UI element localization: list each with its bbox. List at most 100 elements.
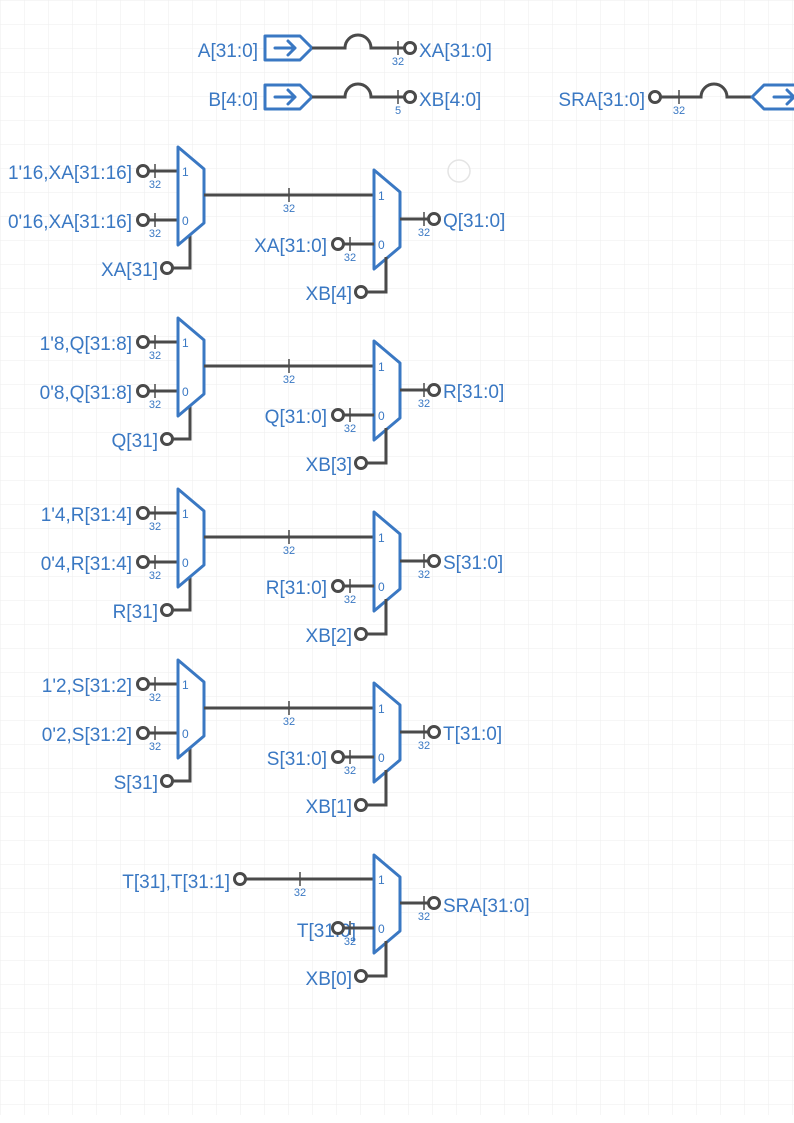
final-shift-mux[interactable] <box>372 853 402 955</box>
mux-input-label: 1'8,Q[31:8] <box>40 334 132 355</box>
input-pin[interactable] <box>136 555 150 569</box>
mux-input-1-label: 1 <box>182 507 189 521</box>
select-label: XA[31] <box>101 260 158 281</box>
mux-input-0-label: 0 <box>182 385 189 399</box>
output-pin[interactable] <box>427 212 441 226</box>
input-pin[interactable] <box>331 579 345 593</box>
bus-width-label: 32 <box>149 399 161 411</box>
bus-width-label: 32 <box>149 692 161 704</box>
input-pin[interactable] <box>331 408 345 422</box>
stage-output-label: S[31:0] <box>443 553 503 574</box>
fill-select-mux[interactable] <box>176 658 206 760</box>
select-label: Q[31] <box>112 431 158 452</box>
bus-width-label: 32 <box>149 228 161 240</box>
shift-select-mux[interactable] <box>372 168 402 271</box>
cursor-indicator <box>447 159 471 183</box>
wire <box>366 599 388 636</box>
bus-width-label: 32 <box>283 716 295 728</box>
arrow-right-icon <box>772 88 794 106</box>
select-label: XB[4] <box>306 284 352 305</box>
mux-input-1-label: 1 <box>378 360 385 374</box>
mux-input-1-label: 1 <box>378 702 385 716</box>
input-pin[interactable] <box>331 750 345 764</box>
mux-input-0-label: 0 <box>378 409 385 423</box>
stage-output-label: T[31:0] <box>443 724 502 745</box>
mux-input-label: 0'8,Q[31:8] <box>40 383 132 404</box>
select-pin[interactable] <box>160 261 174 275</box>
mux-input-0-label: 0 <box>182 214 189 228</box>
final-output-label: SRA[31:0] <box>443 896 530 917</box>
wire-crossover <box>312 33 404 50</box>
final-input-label: T[31],T[31:1] <box>122 872 230 893</box>
mux-input-1-label: 1 <box>378 531 385 545</box>
bus-width-label: 32 <box>418 227 430 239</box>
input-pin[interactable] <box>331 921 345 935</box>
select-pin[interactable] <box>354 285 368 299</box>
fill-select-mux[interactable] <box>176 487 206 589</box>
output-tunnel-pin[interactable] <box>648 90 662 104</box>
select-pin[interactable] <box>354 456 368 470</box>
select-pin[interactable] <box>160 603 174 617</box>
bus-width-label: 32 <box>418 911 430 923</box>
bus-width-label: 32 <box>418 398 430 410</box>
tunnel-xa-pin[interactable] <box>403 41 417 55</box>
mux-input-0-label: 0 <box>182 556 189 570</box>
wire <box>366 428 388 465</box>
select-pin[interactable] <box>160 432 174 446</box>
output-tunnel-label: SRA[31:0] <box>558 90 645 111</box>
input-pin[interactable] <box>136 164 150 178</box>
tunnel-xa-label: XA[31:0] <box>419 41 492 62</box>
input-pin[interactable] <box>136 506 150 520</box>
wire <box>172 746 192 783</box>
select-pin[interactable] <box>160 774 174 788</box>
input-pin[interactable] <box>331 237 345 251</box>
mux-input-1-label: 1 <box>182 165 189 179</box>
fill-select-mux[interactable] <box>176 145 206 247</box>
tunnel-xb-label: XB[4:0] <box>419 90 481 111</box>
select-label: XB[0] <box>306 969 352 990</box>
pass-input-label: XA[31:0] <box>254 236 327 257</box>
shift-select-mux[interactable] <box>372 339 402 442</box>
select-pin[interactable] <box>354 969 368 983</box>
wire <box>172 575 192 612</box>
tunnel-xb-pin[interactable] <box>403 90 417 104</box>
shift-select-mux[interactable] <box>372 681 402 784</box>
select-pin[interactable] <box>354 627 368 641</box>
mux-input-label: 0'4,R[31:4] <box>41 554 132 575</box>
input-b-label: B[4:0] <box>208 90 258 111</box>
input-pin[interactable] <box>233 872 247 886</box>
mux-input-1-label: 1 <box>378 873 385 887</box>
input-pin[interactable] <box>136 726 150 740</box>
bus-width-label: 32 <box>344 936 356 948</box>
input-pin[interactable] <box>136 335 150 349</box>
wire-crossover <box>312 82 404 99</box>
output-pin[interactable] <box>427 383 441 397</box>
output-pin[interactable] <box>427 554 441 568</box>
fill-select-mux[interactable] <box>176 316 206 418</box>
arrow-right-icon <box>273 88 297 106</box>
bus-width-label: 32 <box>294 887 306 899</box>
input-a-label: A[31:0] <box>198 41 258 62</box>
mux-input-label: 0'16,XA[31:16] <box>8 212 132 233</box>
bus-width-label: 32 <box>418 569 430 581</box>
pass-input-label: Q[31:0] <box>265 407 327 428</box>
input-pin[interactable] <box>136 213 150 227</box>
wire-crossover <box>676 82 752 99</box>
bus-width-label: 32 <box>344 594 356 606</box>
output-pin[interactable] <box>427 725 441 739</box>
mux-input-label: 1'4,R[31:4] <box>41 505 132 526</box>
wire <box>366 770 388 807</box>
bus-width-label: 32 <box>149 521 161 533</box>
bus-width-label: 32 <box>149 179 161 191</box>
select-pin[interactable] <box>354 798 368 812</box>
input-pin[interactable] <box>136 384 150 398</box>
mux-input-label: 0'2,S[31:2] <box>42 725 132 746</box>
input-pin[interactable] <box>136 677 150 691</box>
bus-width-label: 32 <box>283 374 295 386</box>
mux-input-label: 1'2,S[31:2] <box>42 676 132 697</box>
select-label: XB[3] <box>306 455 352 476</box>
output-pin[interactable] <box>427 896 441 910</box>
stage-output-label: R[31:0] <box>443 382 504 403</box>
shift-select-mux[interactable] <box>372 510 402 613</box>
